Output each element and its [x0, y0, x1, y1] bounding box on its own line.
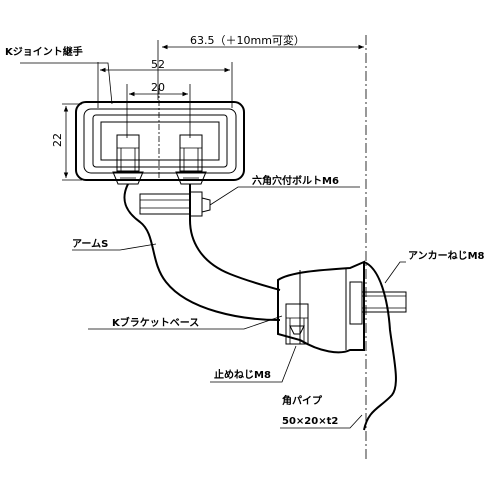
square-pipe-section: [363, 35, 397, 460]
dimension-bracket-height: 22: [51, 103, 82, 181]
label-k-joint: Kジョイント継手: [5, 45, 83, 58]
label-stop-screw: 止めねじM8: [214, 368, 271, 381]
bolt-spacing-text: 20: [151, 81, 165, 94]
label-hex-socket-bolt: 六角穴付ボルトM6: [252, 174, 339, 187]
k-bracket-base: [277, 260, 365, 354]
anchor-screw: [349, 281, 407, 325]
label-bracket-base: Kブラケットベース: [112, 316, 199, 329]
bolt-right: [175, 134, 207, 185]
overall-length-text: 63.5（＋10mm可変）: [190, 33, 305, 47]
arm-s: [123, 183, 281, 321]
dimension-overall-length: 63.5（＋10mm可変）: [157, 33, 364, 100]
label-square-pipe-2: 50×20×t2: [282, 416, 338, 427]
bolt-left: [112, 134, 144, 185]
leader-lines: [20, 62, 406, 429]
k-joint-body: [75, 88, 245, 181]
dimension-bracket-width: 52: [97, 58, 233, 108]
bracket-width-text: 52: [151, 58, 165, 71]
label-square-pipe-1: 角パイプ: [282, 394, 323, 407]
dimension-bolt-spacing: 20: [126, 81, 191, 138]
bracket-height-text: 22: [51, 133, 64, 147]
label-anchor-screw: アンカーねじM8: [408, 250, 485, 262]
label-arm: アームS: [72, 238, 108, 250]
stop-screw: [285, 303, 309, 345]
